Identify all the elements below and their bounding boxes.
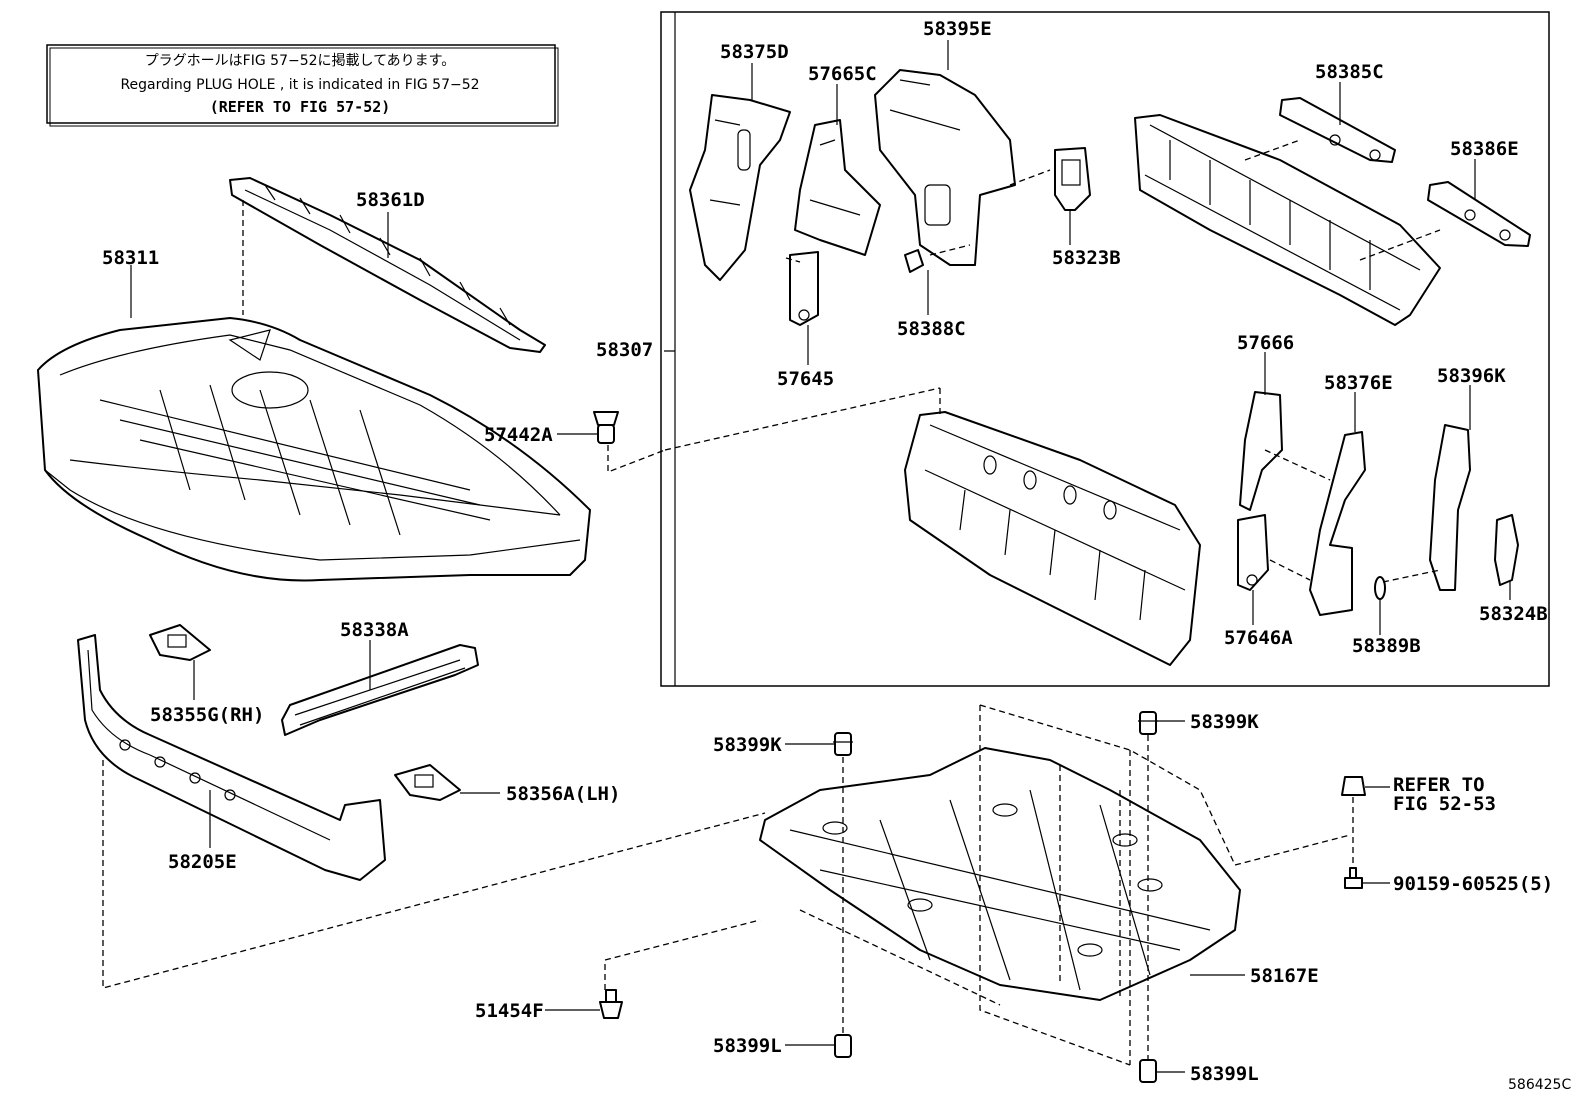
note-english: Regarding PLUG HOLE , it is indicated in… [120,77,479,93]
label-57665c: 57665C [808,63,877,85]
screw-90159 [1344,867,1363,889]
note-japanese: プラグホールはFIG 57−52に掲載してあります。 [145,53,456,69]
guide-lines [102,139,1441,1066]
label-refer-fig: FIG 52-53 [1393,793,1496,815]
panel-58396k [1429,424,1471,591]
label-58307: 58307 [596,339,653,361]
grommet-58388c [904,249,924,273]
label-57645: 57645 [777,368,834,390]
bracket-58324b [1494,514,1519,586]
bolt-58399l-right [1139,1059,1157,1083]
reinforcement-58385c [1279,97,1396,163]
bracket-57645 [789,251,819,326]
label-58375d: 58375D [720,41,789,63]
bolt-58399k-left [833,732,853,756]
label-58386e: 58386E [1450,138,1519,160]
rear-cross-member-upper [1134,114,1441,326]
bracket-57666 [1239,391,1283,511]
panel-57665c [794,119,881,256]
label-58311: 58311 [102,247,159,269]
label-57442a: 57442A [484,424,553,446]
assembly-58307-frame [660,11,1550,687]
label-58361d: 58361D [356,189,425,211]
label-57666: 57666 [1237,332,1294,354]
label-58376e: 58376E [1324,372,1393,394]
bolt-58399k-right [1138,711,1158,735]
bracket-58323b [1054,147,1091,211]
leader-lines [130,12,1511,1073]
label-58338a: 58338A [340,619,409,641]
rear-panel-lower [904,411,1201,666]
label-58167e: 58167E [1250,965,1319,987]
label-58323b: 58323B [1052,247,1121,269]
label-58388c: 58388C [897,318,966,340]
note-refer: (REFER TO FIG 57-52) [210,98,391,116]
clip-57442a [593,411,619,444]
label-58385c: 58385C [1315,61,1384,83]
label-refer-to: REFER TO [1393,774,1485,796]
clip-refer-fig-52-53 [1341,776,1366,796]
cross-member-58361d [229,177,546,353]
panel-58375d [689,94,791,281]
label-58399k-right: 58399K [1190,711,1259,733]
plug-hole-note: プラグホールはFIG 57−52に掲載してあります。 Regarding PLU… [46,44,559,127]
bracket-57646a [1237,514,1269,591]
grommet-58389b [1374,576,1386,600]
panel-58376e [1309,431,1366,616]
label-57646a: 57646A [1224,627,1293,649]
label-58205e: 58205E [168,851,237,873]
label-58399l-right: 58399L [1190,1063,1259,1085]
label-58356a-lh: 58356A(LH) [506,783,620,805]
label-58395e: 58395E [923,18,992,40]
plate-58355g-rh [149,624,211,661]
plate-58356a-lh [394,764,461,801]
bolt-58399l-left [834,1034,852,1058]
side-member-58205e [77,634,386,881]
label-58399k-left: 58399K [713,734,782,756]
label-58355g-rh: 58355G(RH) [150,704,264,726]
label-58399l-left: 58399L [713,1035,782,1057]
member-58338a [281,644,479,736]
label-58396k: 58396K [1437,365,1506,387]
rear-floor-pan-58311 [37,317,591,582]
label-51454f: 51454F [475,1000,544,1022]
label-90159: 90159-60525(5) [1393,873,1553,895]
panel-58395e [874,69,1016,266]
label-58324b: 58324B [1479,603,1548,625]
clip-51454f [599,989,623,1019]
label-58389b: 58389B [1352,635,1421,657]
reinforcement-58386e [1427,181,1531,247]
figure-id: 586425C [1508,1077,1571,1093]
under-cover-58167e [759,747,1241,1001]
